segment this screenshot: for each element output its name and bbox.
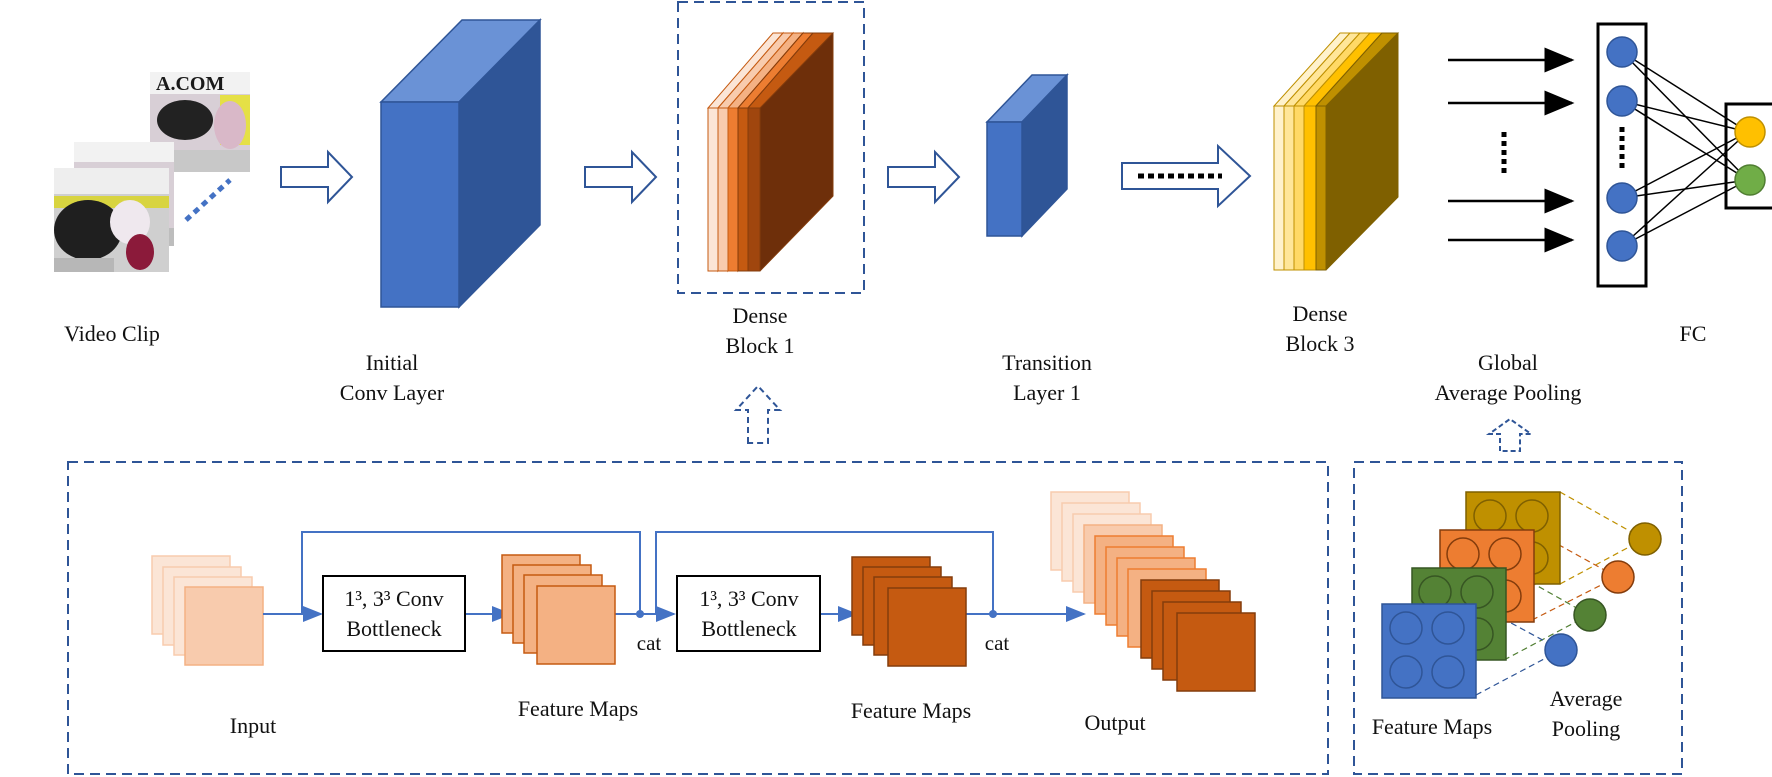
flow-arrow-icon: [584, 149, 658, 205]
pooled-output-node: [1601, 560, 1635, 594]
transition-label-line1: Transition: [1002, 350, 1092, 375]
dense-block-detail-panel: [67, 461, 1329, 775]
dense-block-1-highlight: [677, 1, 865, 294]
pooling-detail-panel: [1353, 461, 1683, 775]
gap-label-line1: Global: [1478, 350, 1538, 375]
fc-output-box: [1724, 102, 1772, 210]
transition-label-line2: Layer 1: [1013, 380, 1081, 405]
pooling-vector-box: [1596, 22, 1648, 288]
bottleneck-1-box: 1³, 3³ Conv Bottleneck: [322, 575, 466, 652]
flow-arrow-icon: [280, 149, 354, 205]
average-pooling-label-line1: Average: [1550, 686, 1623, 711]
flow-arrow-icon: [887, 149, 961, 205]
bottleneck-2-line2: Bottleneck: [701, 616, 796, 641]
feature-maps-2-stack: [851, 556, 967, 667]
pooled-node: [1606, 182, 1638, 214]
pooling-input-arrows: [1448, 47, 1575, 253]
fc-output-node: [1734, 164, 1766, 196]
video-clip: A.COM: [54, 72, 250, 272]
pooled-node: [1606, 36, 1638, 68]
concat-junction: [989, 610, 997, 618]
frame-caption: A.COM: [156, 73, 224, 95]
video-frame: [54, 168, 169, 272]
feature-maps-1-stack: [501, 554, 616, 665]
input-label: Input: [230, 713, 276, 738]
bottleneck-1-line1: 1³, 3³ Conv: [344, 586, 443, 611]
transition-layer-1-block: [985, 73, 1069, 238]
dense-block-1-label-line2: Block 1: [725, 333, 794, 358]
dense-block-3: [1272, 32, 1400, 271]
bottleneck-2-line1: 1³, 3³ Conv: [699, 586, 798, 611]
input-stack: [151, 555, 264, 666]
initial-conv-label-line1: Initial: [366, 350, 419, 375]
pool-feature-maps-label: Feature Maps: [1372, 714, 1492, 739]
video-clip-label: Video Clip: [64, 321, 160, 346]
dense-block-3-label-line1: Dense: [1293, 301, 1348, 326]
expand-arrow-icon: [733, 384, 783, 444]
pooled-output-node: [1544, 633, 1578, 667]
pooled-node: [1606, 230, 1638, 262]
pooled-output-node: [1628, 522, 1662, 556]
bottleneck-1-line2: Bottleneck: [346, 616, 441, 641]
pooling-vector-nodes: [1606, 36, 1638, 262]
output-label: Output: [1084, 710, 1145, 735]
feature-maps-2-label: Feature Maps: [851, 698, 971, 723]
gap-label-line2: Average Pooling: [1435, 380, 1582, 405]
pooled-node: [1606, 85, 1638, 117]
dense-block-1: [706, 31, 835, 273]
video-frame: A.COM: [150, 72, 250, 172]
average-pooling-label-line2: Pooling: [1552, 716, 1620, 741]
fc-connections: [1621, 51, 1749, 247]
concat-junction: [636, 610, 644, 618]
expand-arrow-icon: [1485, 417, 1535, 452]
skip-connections: [301, 531, 994, 614]
dense-block-3-label-line2: Block 3: [1285, 331, 1354, 356]
output-stack: [1050, 491, 1256, 692]
fc-output-node: [1734, 116, 1766, 148]
cat-2-label: cat: [985, 631, 1010, 655]
pool-feature-map-blue: [1381, 603, 1477, 699]
dense-block-1-label-line1: Dense: [733, 303, 788, 328]
fc-label: FC: [1680, 321, 1707, 346]
initial-conv-block: [379, 18, 542, 309]
bottleneck-2-box: 1³, 3³ Conv Bottleneck: [676, 575, 821, 652]
feature-maps-1-label: Feature Maps: [518, 696, 638, 721]
more-frames-dots: [184, 178, 232, 222]
initial-conv-label-line2: Conv Layer: [340, 380, 445, 405]
pooled-output-node: [1573, 598, 1607, 632]
repeat-blocks-arrow: [1121, 143, 1252, 209]
cat-1-label: cat: [637, 631, 662, 655]
